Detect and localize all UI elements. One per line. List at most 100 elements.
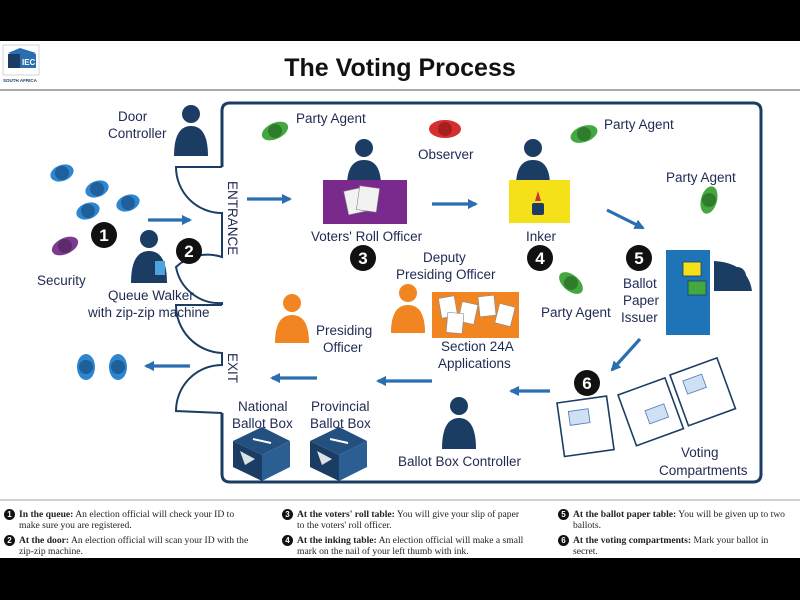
voters-roll-papers-icon: [343, 185, 380, 216]
voter-icon: [77, 354, 95, 380]
queue-walker-label-line2: with zip-zip machine: [87, 305, 210, 320]
exit-label: EXIT: [225, 353, 240, 383]
voting-station-room: [220, 101, 763, 484]
queue-voters: [50, 164, 140, 220]
svg-text:3: 3: [358, 249, 367, 268]
party-agent-label: Party Agent: [541, 305, 611, 320]
voters-roll-officer-label: Voters' Roll Officer: [311, 229, 423, 244]
legend-item-1: 1 In the queue: An election official wil…: [4, 509, 249, 531]
legend: 1 In the queue: An election official wil…: [0, 503, 800, 558]
iec-logo: IEC SOUTH AFRICA: [2, 44, 40, 83]
legend-item-3: 3 At the voters' roll table: You will gi…: [282, 509, 527, 531]
national-ballot-box-label-line2: Ballot Box: [232, 416, 293, 431]
step-badge-4: 4: [527, 245, 553, 271]
queue-walker-label-line1: Queue Walker: [108, 288, 194, 303]
national-ballot-box-label-line1: National: [238, 399, 288, 414]
legend-title-3: At the voters' roll table:: [297, 509, 395, 520]
inker-label: Inker: [526, 229, 557, 244]
legend-item-6: 6 At the voting compartments: Mark your …: [558, 535, 794, 557]
ink-bottle-icon: [532, 191, 544, 215]
exit-door: [174, 304, 223, 414]
ballot-papers-icon: [682, 261, 707, 296]
security-person-icon: [51, 236, 79, 256]
voting-compartments-label-line2: Compartments: [659, 463, 748, 478]
party-agent-icon: [261, 121, 289, 141]
legend-title-5: At the ballot paper table:: [573, 509, 677, 520]
svg-text:1: 1: [99, 226, 108, 245]
provincial-ballot-box-icon: [310, 427, 367, 481]
legend-number-2: 2: [4, 535, 15, 546]
voter-icon: [116, 194, 140, 212]
ballot-paper-issuer-label-line2: Paper: [623, 293, 660, 308]
ballot-paper-issuer-label-line1: Ballot: [623, 276, 657, 291]
door-controller-label-line2: Controller: [108, 126, 167, 141]
national-ballot-box-icon: [233, 427, 290, 481]
voting-compartments-label-line1: Voting: [681, 445, 719, 460]
observer-person-icon: [429, 120, 461, 138]
voter-icon: [76, 202, 100, 220]
presiding-officer-icon: [275, 294, 309, 343]
provincial-ballot-box-label-line2: Ballot Box: [310, 416, 371, 431]
ballot-box-controller-icon: [442, 397, 476, 449]
legend-number-6: 6: [558, 535, 569, 546]
ballot-paper-issuer-person-icon: [714, 261, 752, 291]
step-badge-1: 1: [91, 222, 117, 248]
svg-text:5: 5: [634, 249, 643, 268]
step-badge-5: 5: [626, 245, 652, 271]
party-agent-label: Party Agent: [296, 111, 366, 126]
voting-process-diagram: IEC SOUTH AFRICA The Voting Process ENTR…: [0, 44, 800, 501]
security-label: Security: [37, 273, 86, 288]
party-agent-label: Party Agent: [666, 170, 736, 185]
legend-text-2: An election official will scan your ID w…: [19, 535, 249, 557]
door-controller-person-icon: [174, 105, 208, 156]
inker-person-icon: [516, 139, 550, 186]
presiding-officer-label-line2: Officer: [323, 340, 363, 355]
voting-compartment-icon: [668, 356, 737, 427]
legend-text-6: Mark your ballot in secret.: [573, 535, 769, 557]
voter-icon: [85, 180, 109, 198]
party-agents: [261, 121, 718, 294]
svg-text:4: 4: [535, 249, 545, 268]
deputy-presiding-officer-icon: [391, 284, 425, 333]
svg-text:2: 2: [184, 242, 193, 261]
step-badges: 1 2 3 4 5 6: [91, 222, 652, 396]
logo-text: IEC: [22, 58, 36, 67]
entrance-label: ENTRANCE: [225, 181, 240, 255]
section-24a-papers-icon: [438, 294, 516, 334]
zip-zip-machine-icon: [155, 261, 165, 275]
exiting-voters: [77, 354, 127, 380]
door-controller-label-line1: Door: [118, 109, 148, 124]
step-badge-6: 6: [574, 370, 600, 396]
step-badge-3: 3: [350, 245, 376, 271]
legend-title-6: At the voting compartments:: [573, 535, 692, 546]
ballot-box-controller-label: Ballot Box Controller: [398, 454, 522, 469]
presiding-officer-label-line1: Presiding: [316, 323, 372, 338]
party-agent-icon: [559, 272, 583, 294]
arrow-issuer-to-compartments: [610, 337, 642, 372]
voting-compartment-icon: [556, 395, 615, 458]
legend-text-1: An election official will check your ID …: [19, 509, 235, 531]
legend-item-5: 5 At the ballot paper table: You will be…: [558, 509, 794, 531]
deputy-presiding-officer-label-line1: Deputy: [423, 250, 466, 265]
party-agent-icon: [570, 125, 598, 143]
provincial-ballot-box-label-line1: Provincial: [311, 399, 370, 414]
queue-walker-person-icon: [131, 230, 167, 283]
page: IEC SOUTH AFRICA The Voting Process ENTR…: [0, 41, 800, 558]
legend-number-3: 3: [282, 509, 293, 520]
voter-icon: [109, 354, 127, 380]
legend-number-5: 5: [558, 509, 569, 520]
svg-text:6: 6: [582, 374, 591, 393]
section-24a-label-line2: Applications: [438, 356, 511, 371]
voting-compartment-icon: [616, 376, 685, 447]
legend-item-4: 4 At the inking table: An election offic…: [282, 535, 527, 557]
section-24a-label-line1: Section 24A: [441, 339, 514, 354]
ballot-paper-issuer-label-line3: Issuer: [621, 310, 658, 325]
logo-caption: SOUTH AFRICA: [3, 78, 38, 83]
inker-table: [509, 180, 570, 223]
party-agent-label: Party Agent: [604, 117, 674, 132]
legend-text-4: An election official will make a small m…: [297, 535, 524, 557]
observer-label: Observer: [418, 147, 474, 162]
legend-number-1: 1: [4, 509, 15, 520]
voting-compartments: [556, 356, 737, 458]
entrance-door: [174, 166, 223, 305]
